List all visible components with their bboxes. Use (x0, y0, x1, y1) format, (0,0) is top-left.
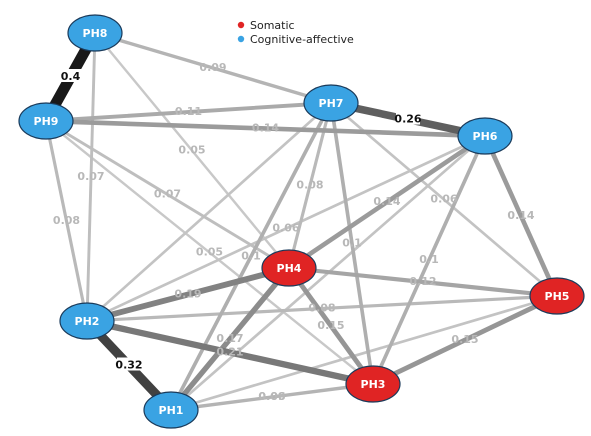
edge-weight-label: 0.06 (272, 222, 299, 235)
node-ellipse (261, 249, 317, 287)
edge-ph7-ph5 (329, 101, 559, 298)
node-label: PH7 (319, 97, 344, 110)
legend-cognitive-label: Cognitive-affective (250, 33, 354, 46)
node-ph5[interactable]: PH5 (529, 277, 585, 315)
edges-layer: 0.05 0.05 0.06 0.06 0.06 0.07 0.07 0.08 0.08 0.08… (40, 27, 560, 415)
node-ellipse (67, 14, 123, 52)
node-ph6[interactable]: PH6 (457, 117, 513, 155)
edge-weight-label: 0.1 (342, 237, 362, 250)
legend-somatic-label: Somatic (250, 19, 295, 32)
edge-weight-label: 0.15 (451, 333, 478, 346)
edge-ph9-ph6 (43, 118, 488, 139)
edge-weight-label: 0.26 (394, 113, 421, 126)
legend-somatic-dot (237, 21, 245, 29)
edge-ph1-ph7 (169, 101, 333, 412)
edge-weight-label: 0.08 (308, 302, 335, 315)
edge-weight-label: 0.14 (252, 122, 279, 135)
node-label: PH5 (545, 290, 570, 303)
legend-cognitive-dot (237, 35, 245, 43)
node-label: PH3 (361, 378, 386, 391)
node-ph3[interactable]: PH3 (345, 365, 401, 403)
edge-weight-label: 0.09 (199, 61, 226, 74)
node-label: PH4 (277, 262, 302, 275)
edge-weight-label: 0.07 (154, 188, 181, 201)
edge-ph6-ph5 (482, 133, 560, 299)
edge-label-bg (396, 111, 420, 125)
node-ellipse (345, 365, 401, 403)
edge-weight-label: 0.17 (216, 332, 243, 345)
edge-ph2-ph3 (83, 317, 377, 388)
node-ph1[interactable]: PH1 (143, 391, 199, 429)
edge-ph1-ph4 (168, 265, 292, 413)
edge-weight-label: 0.19 (174, 288, 201, 301)
edge-ph2-ph5 (85, 294, 559, 323)
edge-weight-label: 0.1 (419, 253, 439, 266)
edge-ph9-ph7 (44, 101, 333, 123)
edge-weight-label: 0.21 (216, 346, 243, 359)
edge-weight-label: 0.05 (178, 144, 205, 157)
edge-ph3-ph5 (370, 293, 560, 387)
edge-ph4-ph5 (286, 265, 560, 299)
node-ph7[interactable]: PH7 (303, 84, 359, 122)
edge-ph9-ph4 (44, 119, 291, 270)
node-ph9[interactable]: PH9 (18, 102, 74, 140)
node-ellipse (59, 302, 115, 340)
node-ellipse (18, 102, 74, 140)
edge-weight-label: 0.14 (507, 209, 534, 222)
edge-weight-label: 0.14 (373, 195, 400, 208)
edge-weight-label: 0.09 (258, 390, 285, 403)
edge-weight-label: 0.07 (77, 170, 104, 183)
node-ph4[interactable]: PH4 (261, 249, 317, 287)
node-ph8[interactable]: PH8 (67, 14, 123, 52)
edge-label-bg (58, 69, 83, 82)
node-label: PH2 (75, 315, 100, 328)
edge-weight-label: 0.12 (409, 275, 436, 288)
node-ellipse (457, 117, 513, 155)
edge-ph8-ph7 (93, 31, 333, 105)
edge-ph9-ph3 (44, 119, 375, 386)
legend: Somatic Cognitive-affective (237, 19, 354, 46)
edge-ph9-ph2 (44, 119, 89, 323)
edge-ph7-ph3 (329, 101, 375, 386)
edge-weight-label: 0.32 (115, 359, 142, 372)
edge-ph4-ph8 (93, 31, 291, 270)
node-label: PH8 (83, 27, 108, 40)
node-ellipse (143, 391, 199, 429)
node-ellipse (303, 84, 359, 122)
edge-ph1-ph3 (169, 382, 375, 412)
node-ellipse (529, 277, 585, 315)
edge-weight-label: 0.15 (317, 319, 344, 332)
edge-weight-label: 0.4 (61, 70, 81, 83)
edge-label-bg (117, 357, 141, 371)
edge-ph2-ph7 (85, 101, 333, 323)
edge-weight-label: 0.11 (175, 105, 202, 118)
edge-weight-label: 0.08 (53, 214, 80, 227)
edge-weight-label: 0.06 (430, 193, 457, 206)
node-label: PH6 (473, 130, 498, 143)
edge-ph4-ph3 (286, 265, 376, 387)
edge-ph8-ph2 (85, 31, 97, 323)
edge-ph3-ph6 (371, 134, 487, 386)
node-label: PH1 (159, 404, 184, 417)
edge-ph2-ph6 (85, 134, 487, 323)
edge-ph1-ph5 (169, 294, 559, 412)
node-ph2[interactable]: PH2 (59, 302, 115, 340)
edge-weight-label: 0.05 (196, 246, 223, 259)
edge-weight-label: 0.08 (296, 179, 323, 192)
edge-ph2-ph4 (84, 265, 292, 324)
edge-weight-label: 0.1 (241, 250, 261, 263)
edge-weight-label: 0.06 (258, 390, 285, 403)
edge-ph4-ph6 (286, 133, 488, 271)
node-label: PH9 (34, 115, 59, 128)
